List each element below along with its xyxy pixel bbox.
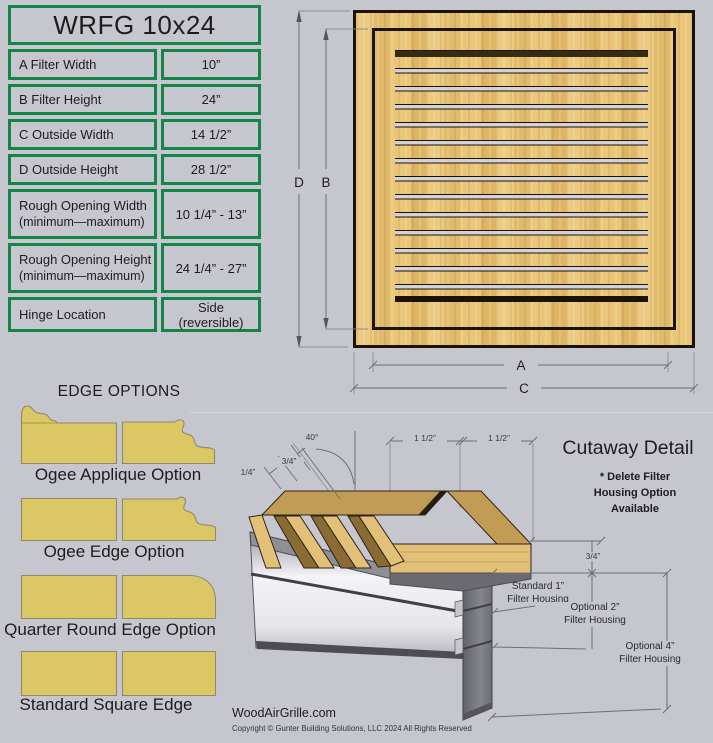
frame-front-face bbox=[389, 543, 532, 574]
row-label-rough-height: Rough Opening Height bbox=[19, 251, 152, 267]
spec-table: WRFG 10x24 A Filter Width 10” B Filter H… bbox=[8, 5, 266, 332]
footer-site-name: WoodAirGrille.com bbox=[232, 706, 336, 720]
housing-label-optional-2: Optional 2” Filter Housing bbox=[545, 602, 645, 627]
grille-front-diagram bbox=[353, 10, 695, 348]
row-value-outside-height: 28 1/2” bbox=[190, 162, 232, 177]
grille-inner-frame-line bbox=[372, 28, 676, 330]
dim-label-face-depth: 3/4” bbox=[578, 551, 608, 562]
row-label-hinge: Hinge Location bbox=[19, 306, 106, 322]
wood-grille-cross-section bbox=[248, 490, 533, 592]
louver-area bbox=[395, 50, 648, 302]
spec-row-value: 10 1/4” - 13” bbox=[161, 189, 261, 239]
dim-c-line bbox=[349, 352, 699, 394]
spec-row-label: C Outside Width bbox=[8, 119, 157, 150]
row-sublabel-rough-height: (minimum—maximum) bbox=[19, 269, 145, 284]
row-value-rough-width: 10 1/4” - 13” bbox=[175, 206, 247, 222]
spec-table-title: WRFG 10x24 bbox=[8, 5, 261, 45]
row-value-filter-width: 10” bbox=[201, 57, 221, 72]
cutaway-note-line2: Housing Option bbox=[593, 486, 677, 499]
dim-label-a: A bbox=[516, 358, 525, 373]
edge-shape-square-left bbox=[20, 650, 118, 697]
edge-shape-quarter-round-left bbox=[20, 574, 118, 620]
housing-label-optional-4: Optional 4” Filter Housing bbox=[600, 641, 700, 666]
housing-label-line: Standard 1” bbox=[511, 581, 565, 592]
spec-row-label: Rough Opening Width (minimum—maximum) bbox=[8, 189, 157, 239]
dim-label-d: D bbox=[294, 175, 304, 190]
cutaway-note-line1: * Delete Filter bbox=[599, 471, 671, 483]
filter-housing-channel bbox=[454, 575, 493, 721]
louver-partial bbox=[248, 514, 282, 569]
dim-label-slat-spacing: 3/4” bbox=[274, 456, 304, 467]
edge-shape-ogee-edge-right bbox=[121, 496, 217, 542]
edge-option-label-square: Standard Square Edge bbox=[19, 695, 193, 714]
edge-shape-ogee-applique-right bbox=[121, 419, 216, 465]
spec-row-label: Hinge Location bbox=[8, 297, 157, 332]
row-label-rough-width: Rough Opening Width bbox=[19, 197, 147, 213]
dim-label-frame-width-1: 1 1/2” bbox=[403, 433, 447, 444]
cutaway-title: Cutaway Detail bbox=[562, 437, 694, 459]
dim-label-b: B bbox=[321, 175, 330, 190]
edge-shape-quarter-round-right bbox=[121, 574, 217, 620]
louver-top-slot bbox=[395, 50, 648, 57]
cutaway-drawing bbox=[248, 431, 672, 722]
section-divider bbox=[190, 412, 713, 413]
housing-label-line: Optional 2” bbox=[570, 602, 620, 613]
row-label-filter-height: B Filter Height bbox=[19, 91, 102, 107]
edge-shape-ogee-edge-left bbox=[20, 497, 118, 542]
dim-label-frame-width-2: 1 1/2” bbox=[477, 433, 521, 444]
louver-bottom-bar bbox=[395, 296, 648, 302]
footer-copyright: Copyright © Gunter Building Solutions, L… bbox=[232, 724, 472, 733]
cutaway-note: * Delete Filter Housing Option Available bbox=[578, 470, 692, 518]
edge-shape-ogee-applique-left bbox=[20, 405, 118, 465]
spec-row-value: 24” bbox=[161, 84, 261, 115]
dim-a-line bbox=[368, 352, 673, 372]
spec-row-label: B Filter Height bbox=[8, 84, 157, 115]
spec-row-value: 24 1/4” - 27” bbox=[161, 243, 261, 293]
row-label-filter-width: A Filter Width bbox=[19, 56, 97, 72]
grille-dimension-lines: D B A C bbox=[290, 10, 699, 396]
spec-row-value: 10” bbox=[161, 49, 261, 80]
edge-option-label-ogee-edge: Ogee Edge Option bbox=[43, 542, 185, 561]
louver-face bbox=[284, 515, 335, 569]
housing-label-standard-1: Standard 1” Filter Housing bbox=[488, 581, 588, 606]
panel-top-face bbox=[260, 490, 443, 516]
spec-row-label: A Filter Width bbox=[8, 49, 157, 80]
edge-options-title: EDGE OPTIONS bbox=[57, 383, 181, 400]
spec-row-value: 14 1/2” bbox=[161, 119, 261, 150]
edge-shape-square-right bbox=[121, 650, 217, 697]
spec-row-value: Side (reversible) bbox=[161, 297, 261, 332]
row-value-filter-height: 24” bbox=[201, 92, 221, 107]
row-label-outside-height: D Outside Height bbox=[19, 161, 118, 177]
row-value-hinge: Side (reversible) bbox=[178, 299, 244, 330]
edge-option-label-ogee-applique: Ogee Applique Option bbox=[34, 465, 202, 484]
housing-label-line: Filter Housing bbox=[564, 614, 626, 626]
dim-label-c: C bbox=[519, 381, 529, 396]
cutaway-note-line3: Available bbox=[611, 502, 659, 515]
dim-label-slat-thickness: 1/4” bbox=[233, 467, 263, 478]
row-value-outside-width: 14 1/2” bbox=[190, 127, 232, 142]
spec-row-label: D Outside Height bbox=[8, 154, 157, 185]
spec-row-label: Rough Opening Height (minimum—maximum) bbox=[8, 243, 157, 293]
row-value-rough-height: 24 1/4” - 27” bbox=[175, 260, 247, 276]
housing-label-line: Filter Housing bbox=[619, 653, 681, 665]
dim-b-line bbox=[323, 28, 368, 330]
louver-face bbox=[358, 515, 405, 567]
dim-label-angle: 40° bbox=[298, 432, 326, 443]
housing-label-line: Optional 4” bbox=[625, 641, 675, 652]
saw-gap bbox=[417, 490, 449, 516]
louver-face bbox=[321, 515, 372, 569]
housing-label-line: Filter Housing bbox=[507, 593, 569, 605]
row-sublabel-rough-width: (minimum—maximum) bbox=[19, 215, 145, 230]
row-label-outside-width: C Outside Width bbox=[19, 126, 114, 142]
frame-top-face bbox=[445, 490, 533, 545]
edge-option-label-quarter-round: Quarter Round Edge Option bbox=[4, 620, 216, 639]
spec-row-value: 28 1/2” bbox=[161, 154, 261, 185]
